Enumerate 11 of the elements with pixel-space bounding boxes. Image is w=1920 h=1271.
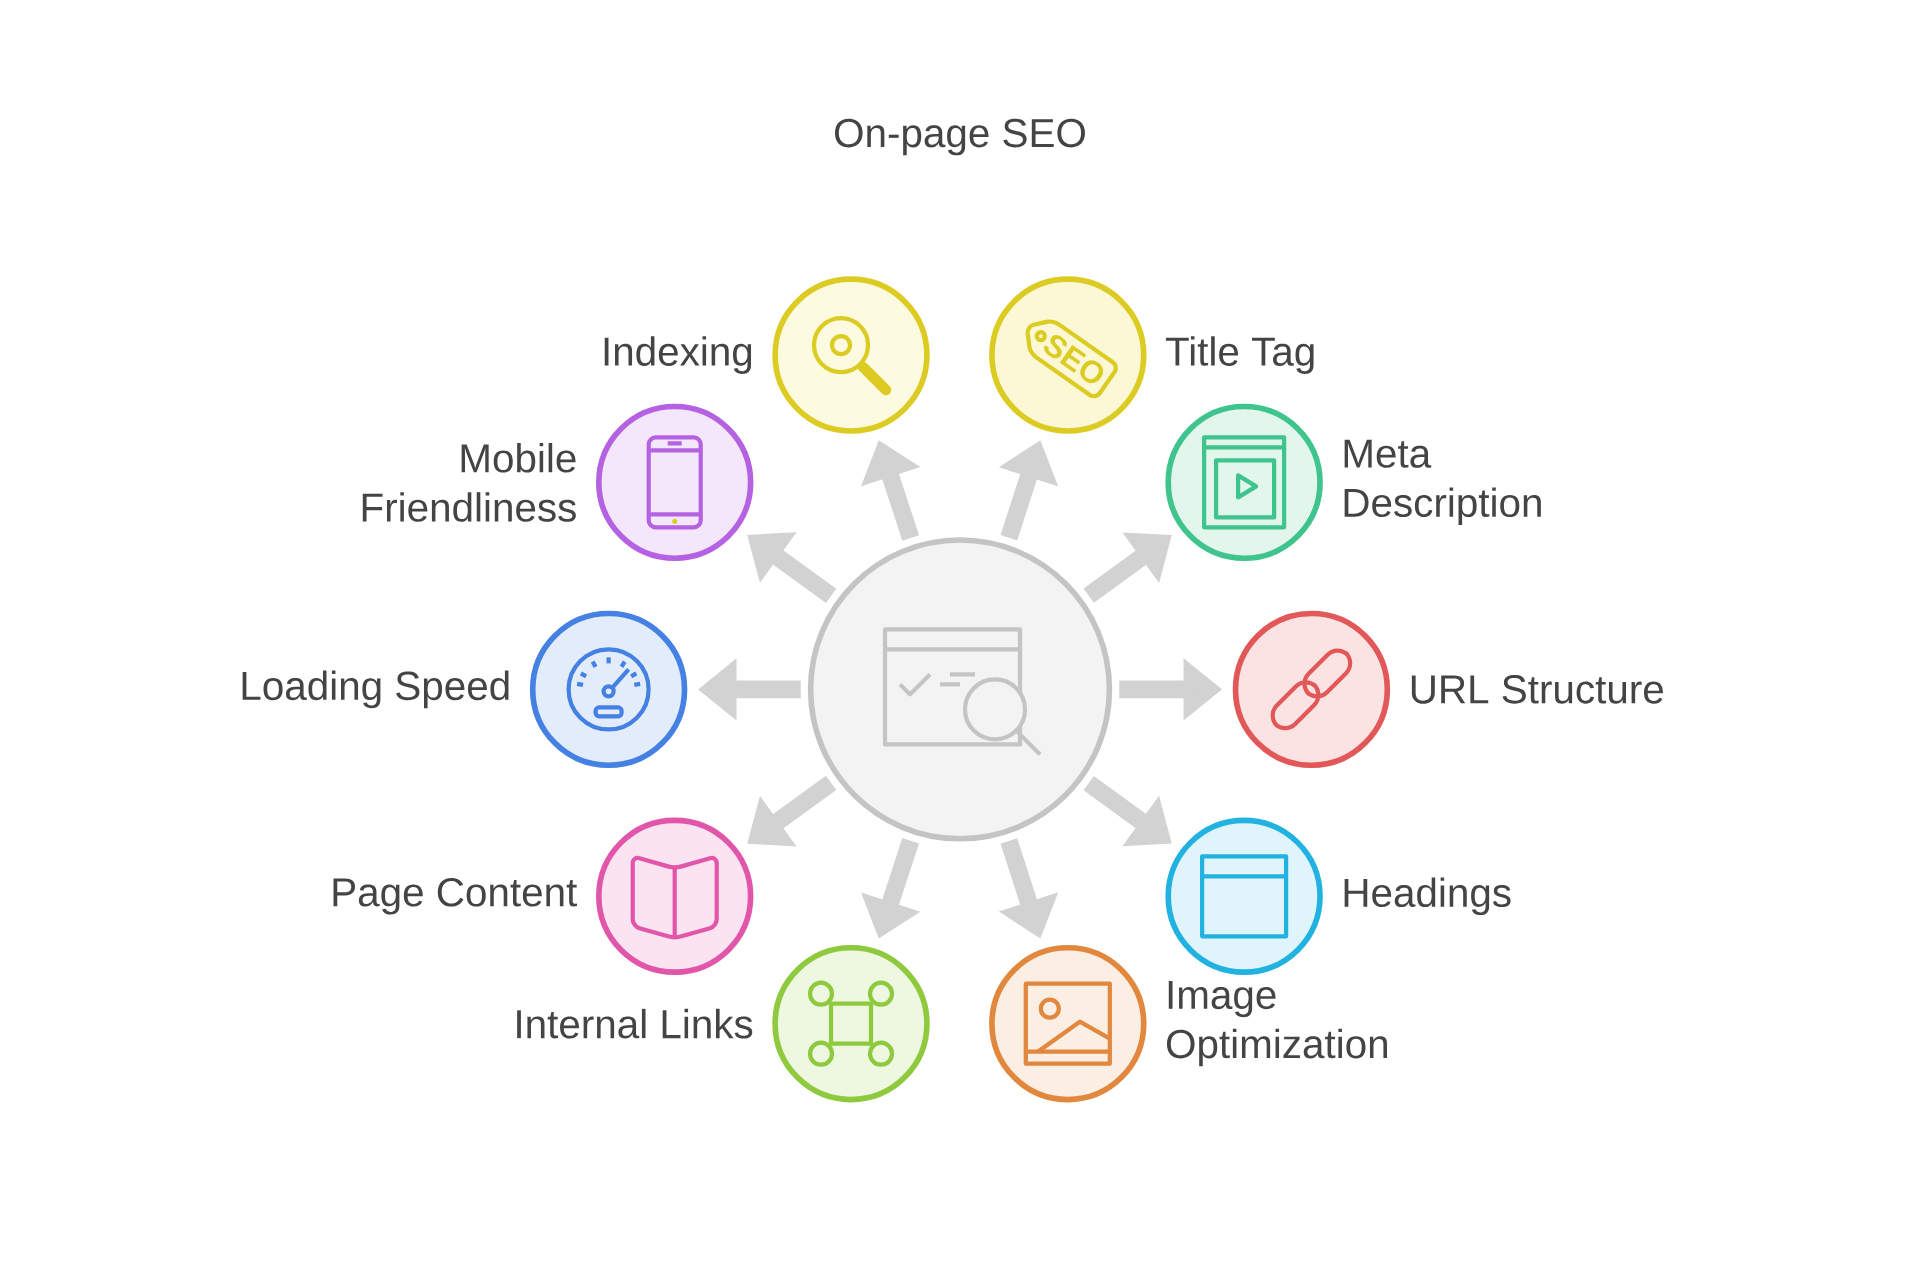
- label: Internal Links: [517, 1008, 753, 1039]
- label: URL Structure: [1411, 675, 1663, 704]
- label: Headings: [1344, 877, 1511, 916]
- title: On-page SEO: [835, 118, 1085, 156]
- label: Indexing: [604, 336, 752, 374]
- label: Page Content: [333, 878, 577, 915]
- label: Mobile Friendliness: [362, 442, 576, 522]
- label: Image Optimization: [1166, 981, 1387, 1067]
- label: Title Tag: [1165, 336, 1314, 374]
- label: Meta Description: [1344, 439, 1541, 526]
- label: Loading Speed: [242, 670, 509, 709]
